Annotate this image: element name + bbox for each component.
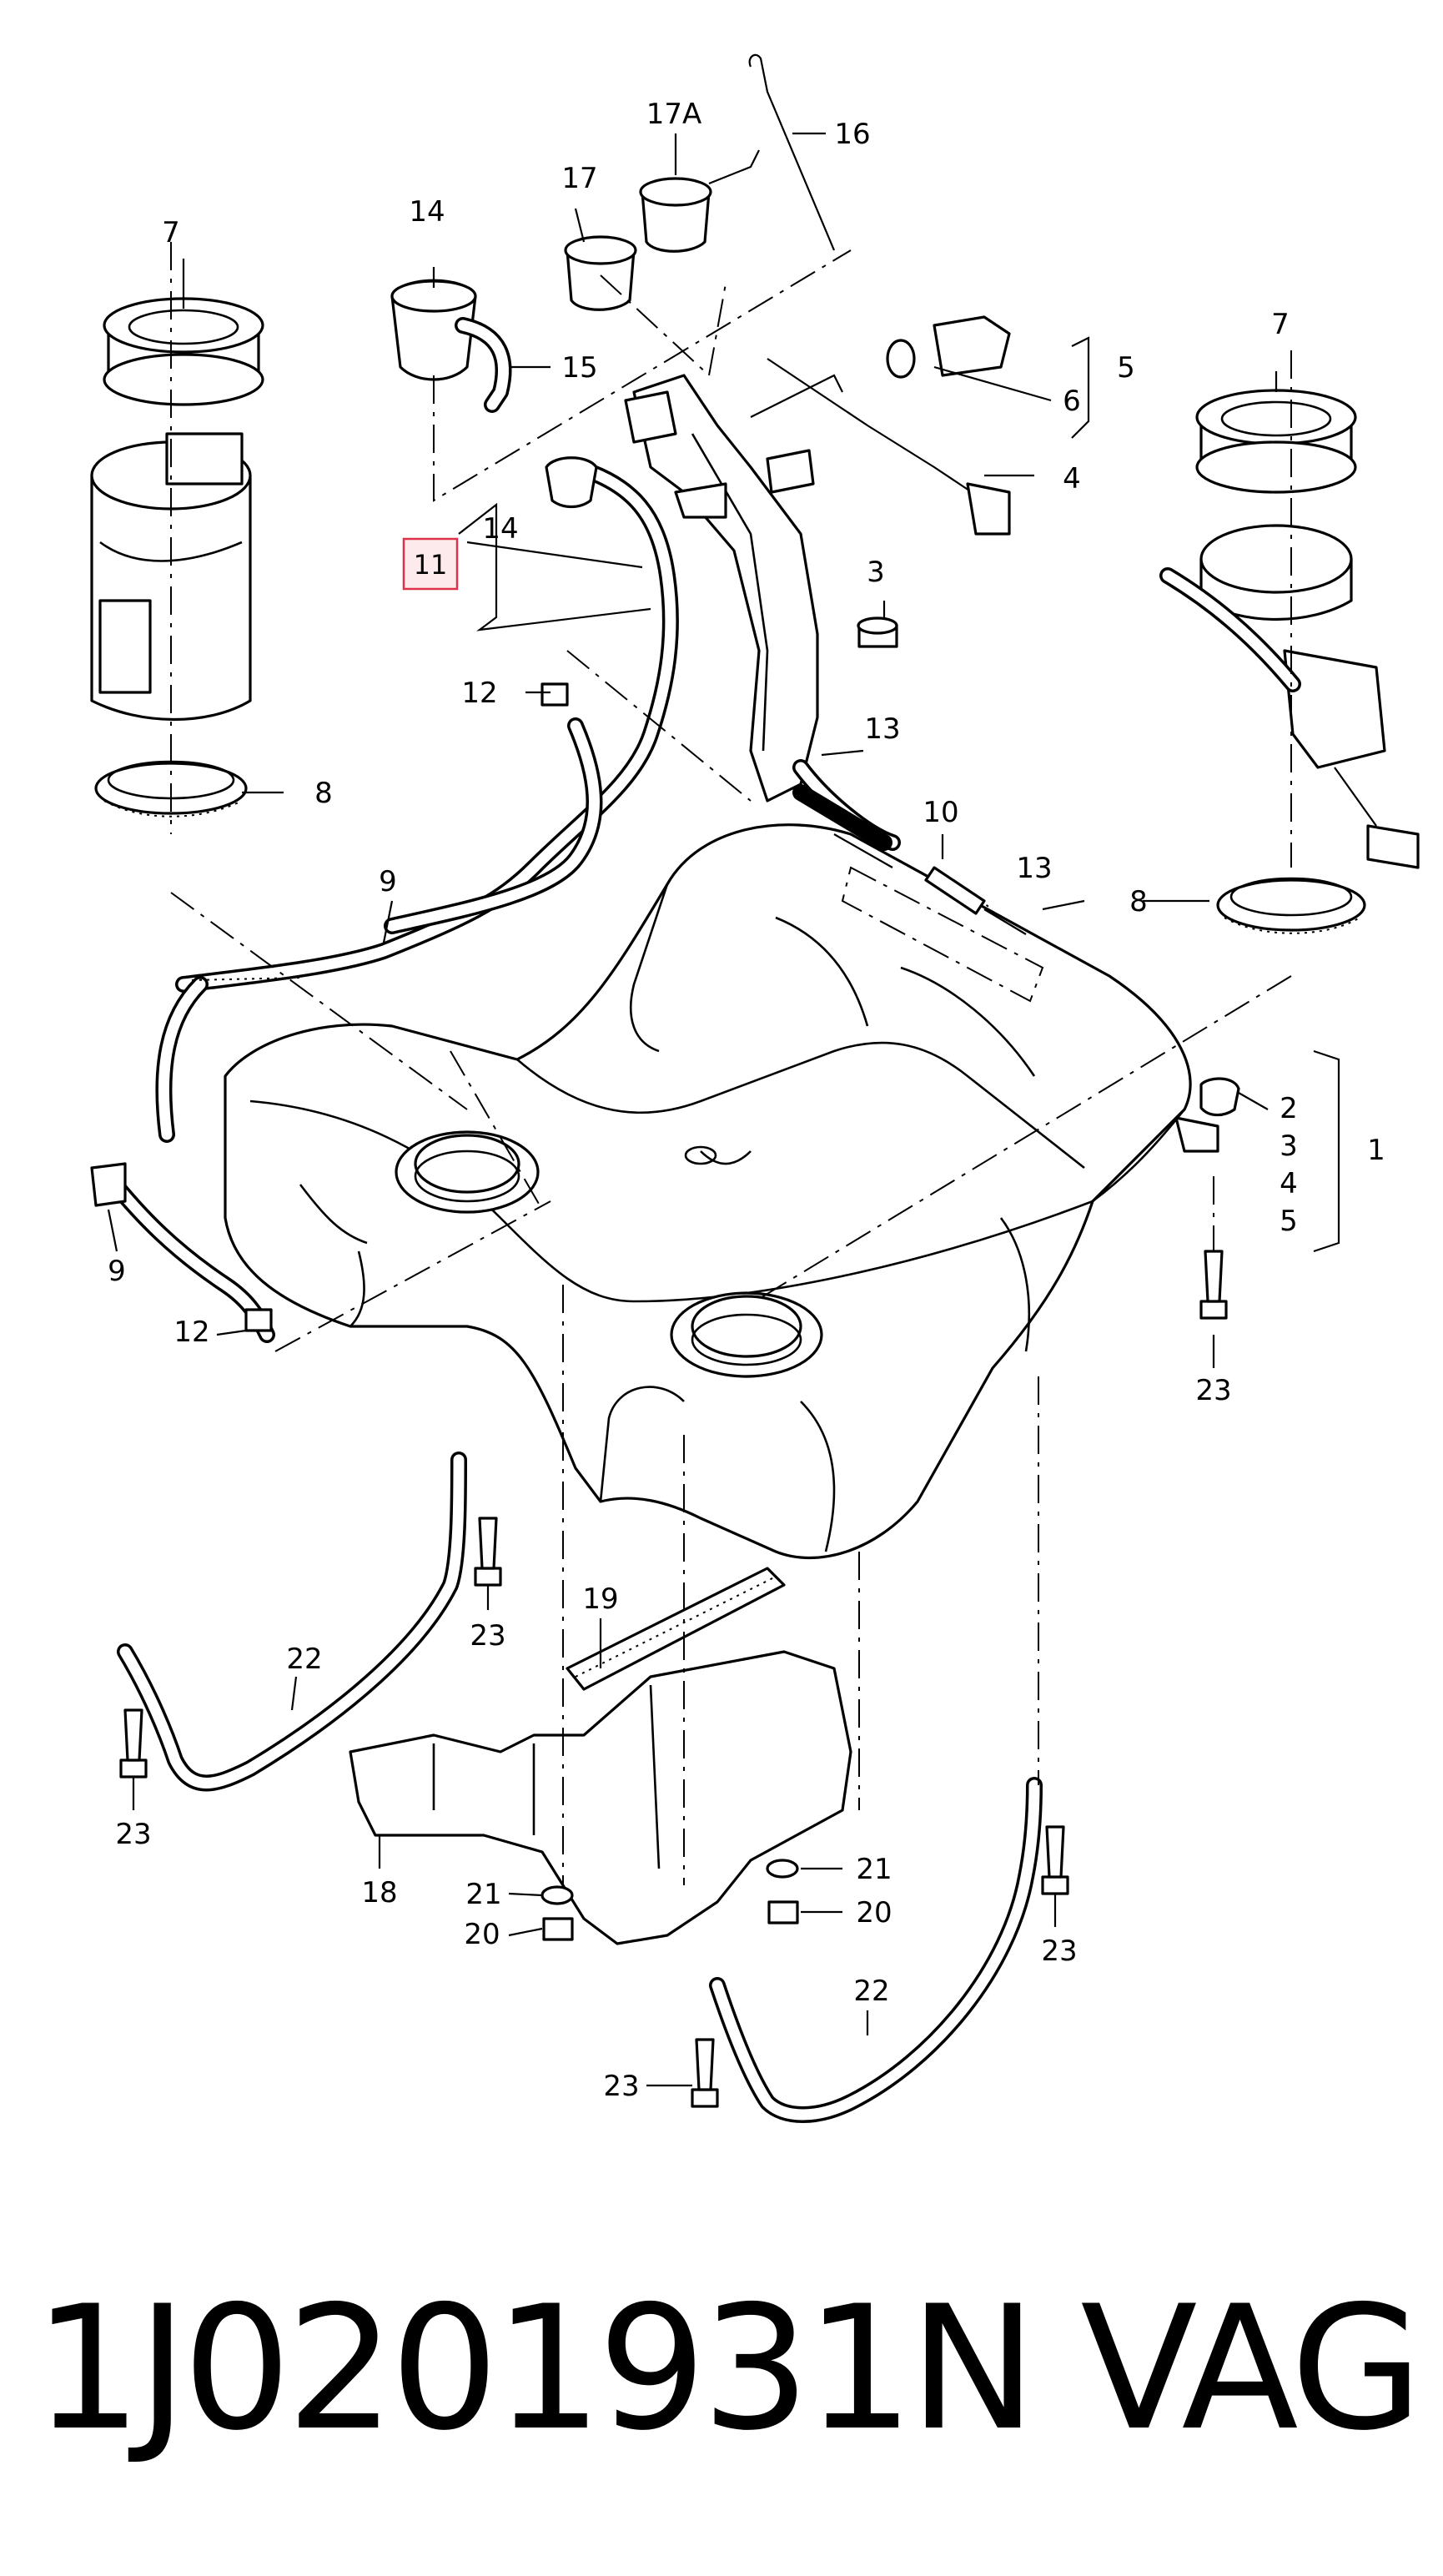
assembly-lines [170,242,1292,1885]
label-23-mid: 23 [470,1619,505,1653]
label-4-right: 4 [1280,1167,1298,1200]
label-15: 15 [561,351,597,385]
tank-straps [117,1452,1043,2123]
label-7-right: 7 [1271,308,1290,341]
label-6: 6 [1063,385,1081,418]
label-16: 16 [834,118,870,151]
label-10: 10 [923,796,958,829]
label-8-right: 8 [1129,885,1148,918]
label-14-mid: 14 [482,512,518,546]
label-23-right-top: 23 [1195,1374,1231,1407]
brand-name: VAG [1080,2269,1423,2468]
label-9-left: 9 [108,1255,126,1288]
label-20-right: 20 [856,1896,892,1929]
fuel-pump-left [90,297,264,818]
label-12-left: 12 [173,1316,209,1349]
part-caption: 1J0201931N VAG [33,2269,1423,2469]
label-23-left: 23 [115,1818,151,1851]
label-19: 19 [582,1582,618,1616]
label-7-left: 7 [162,216,180,249]
fuel-pump-right [1159,389,1420,934]
label-22-right: 22 [853,1975,889,2008]
exploded-parts-diagram: 7 8 9 9 12 12 14 15 14 17 17A 16 5 6 4 3… [90,53,1420,2123]
part-labels: 7 8 9 9 12 12 14 15 14 17 17A 16 5 6 4 3… [108,98,1385,2103]
label-5-right: 5 [1280,1205,1298,1238]
label-13-top: 13 [864,712,900,746]
label-21-right: 21 [856,1853,892,1886]
filler-neck [624,374,843,802]
part-number: 1J0201931N [33,2269,1037,2468]
small-parts [90,53,1240,1332]
label-23-bottom: 23 [603,2070,639,2103]
label-3-top: 3 [867,556,885,589]
label-17A: 17A [646,98,702,131]
label-11-highlight: 11 [402,537,459,591]
label-17: 17 [561,162,597,195]
label-2: 2 [1280,1092,1298,1125]
label-20-left: 20 [464,1918,500,1951]
label-3-right: 3 [1280,1130,1298,1163]
label-13-mid: 13 [1016,852,1052,885]
label-1: 1 [1367,1134,1385,1167]
label-22-left: 22 [286,1643,322,1676]
leader-lines [107,132,1340,2087]
label-14-top: 14 [409,195,445,229]
label-18: 18 [361,1876,397,1909]
label-21-left: 21 [465,1878,501,1911]
label-5-top: 5 [1117,351,1135,385]
fuel-tank [224,823,1219,1560]
label-4-top: 4 [1063,462,1081,496]
label-12-top: 12 [461,677,497,710]
label-11: 11 [414,549,448,581]
label-9-top: 9 [379,865,397,898]
bolts [119,1250,1228,2108]
heat-shield [349,1567,852,1945]
label-8-left: 8 [314,777,333,810]
label-23-right-bottom: 23 [1041,1935,1077,1968]
